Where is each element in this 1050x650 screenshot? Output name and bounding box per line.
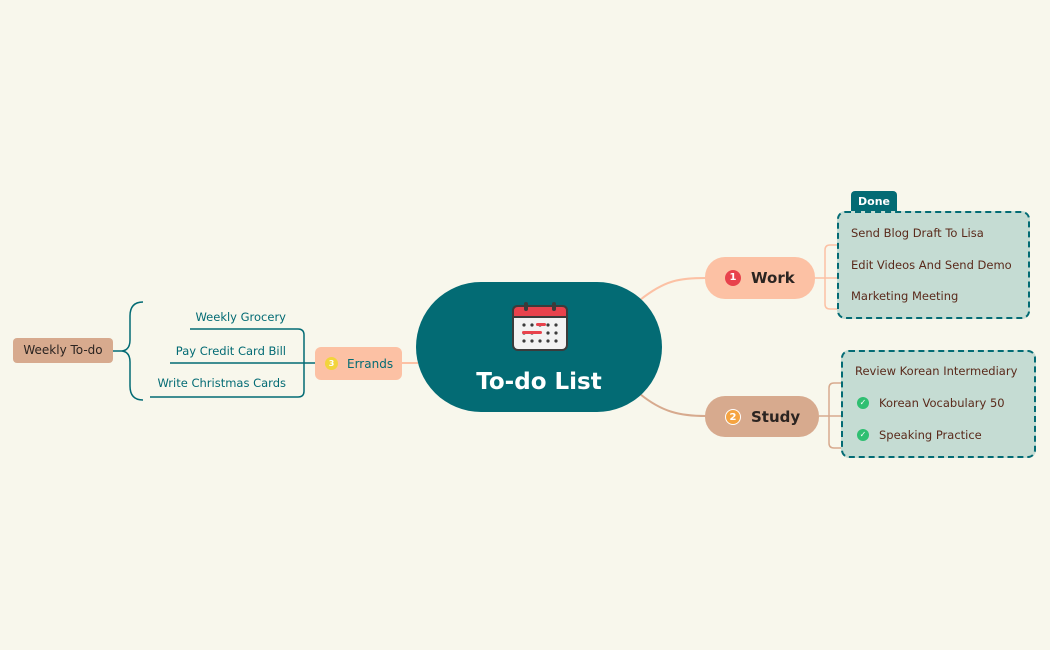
errands-item-1[interactable]: Weekly Grocery — [195, 310, 286, 324]
branch-study-label: Study — [751, 407, 801, 426]
errands-item-3[interactable]: Write Christmas Cards — [157, 376, 286, 390]
branch-errands-label: Errands — [347, 356, 394, 371]
check-icon: ✓ — [857, 397, 869, 409]
study-item-3[interactable]: Speaking Practice — [879, 428, 982, 442]
central-topic[interactable]: To-do List — [416, 282, 662, 412]
study-item-1[interactable]: Review Korean Intermediary — [855, 364, 1018, 378]
study-group — [841, 350, 1036, 458]
work-item-1[interactable]: Send Blog Draft To Lisa — [851, 226, 984, 240]
work-done-group — [837, 211, 1030, 319]
check-icon: ✓ — [857, 429, 869, 441]
priority-badge-2: 2 — [725, 408, 741, 425]
branch-work[interactable]: 1 Work — [705, 257, 815, 299]
work-item-3[interactable]: Marketing Meeting — [851, 289, 959, 303]
branch-study[interactable]: 2 Study — [705, 396, 819, 437]
errands-item-2[interactable]: Pay Credit Card Bill — [175, 344, 286, 358]
work-item-2[interactable]: Edit Videos And Send Demo — [851, 258, 1012, 272]
branch-work-label: Work — [751, 269, 795, 287]
calendar-icon — [512, 302, 568, 351]
done-tag[interactable]: Done — [851, 191, 897, 212]
branch-errands[interactable]: 3 Errands — [315, 347, 402, 380]
central-topic-title: To-do List — [476, 369, 602, 395]
study-item-2[interactable]: Korean Vocabulary 50 — [879, 396, 1005, 410]
priority-badge-3: 3 — [325, 357, 338, 370]
priority-badge-1: 1 — [725, 270, 741, 286]
summary-weekly-todo[interactable]: Weekly To-do — [13, 338, 113, 363]
